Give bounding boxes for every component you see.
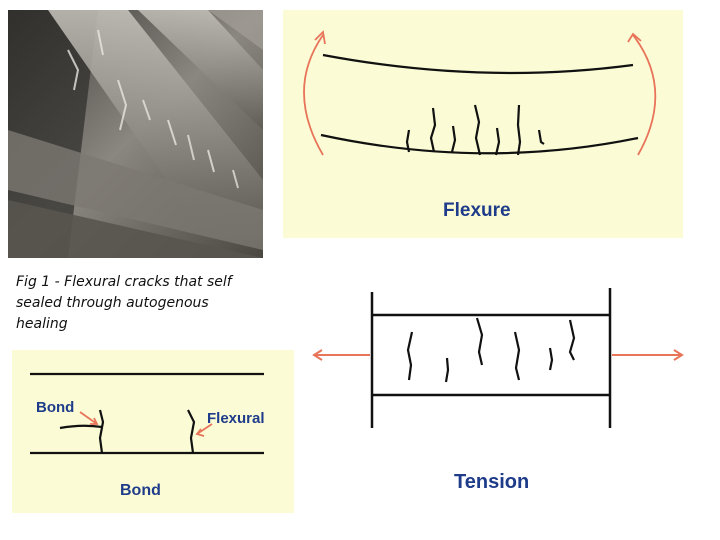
tension-arrow-right: [612, 349, 684, 361]
flexure-label: Flexure: [443, 200, 511, 221]
beam-bottom-edge: [320, 133, 639, 155]
flexural-cracks: [405, 104, 545, 156]
rotation-arrow-left: [303, 34, 324, 156]
tension-label: Tension: [454, 471, 529, 493]
tension-cracks: [406, 317, 576, 383]
bond-pointer-arrow: [79, 411, 98, 425]
tension-arrow-left: [312, 349, 370, 361]
flexural-pointer-arrow: [196, 423, 213, 435]
bond-crack-horizontal: [59, 424, 103, 430]
tension-diagram: Tension: [312, 260, 697, 517]
rotation-arrow-right-head: [627, 32, 642, 43]
flexural-label: Flexural: [207, 410, 265, 427]
concrete-beam-photo: [8, 10, 263, 258]
bond-diagram: Bond Flexural Bond: [12, 350, 294, 513]
flexure-diagram: Flexure: [283, 10, 683, 238]
bond-crack-vertical: [98, 409, 105, 454]
rotation-arrow-left-head: [314, 30, 326, 45]
rotation-arrow-right: [632, 34, 657, 156]
flexural-crack: [187, 409, 196, 454]
beam-top-edge: [322, 53, 634, 75]
bond-left-label: Bond: [36, 399, 74, 416]
figure-caption: Fig 1 - Flexural cracks that self sealed…: [16, 274, 232, 332]
bond-bottom-label: Bond: [120, 482, 161, 499]
